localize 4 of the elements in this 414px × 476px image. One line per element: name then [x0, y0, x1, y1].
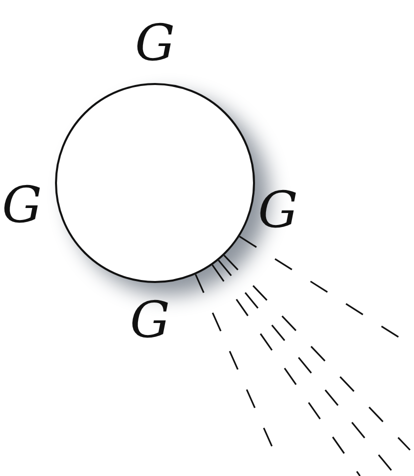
letter-label: G	[2, 180, 42, 230]
letter-label: G	[135, 18, 175, 68]
letter-label: G	[130, 295, 170, 345]
letter-label: G	[258, 185, 298, 235]
